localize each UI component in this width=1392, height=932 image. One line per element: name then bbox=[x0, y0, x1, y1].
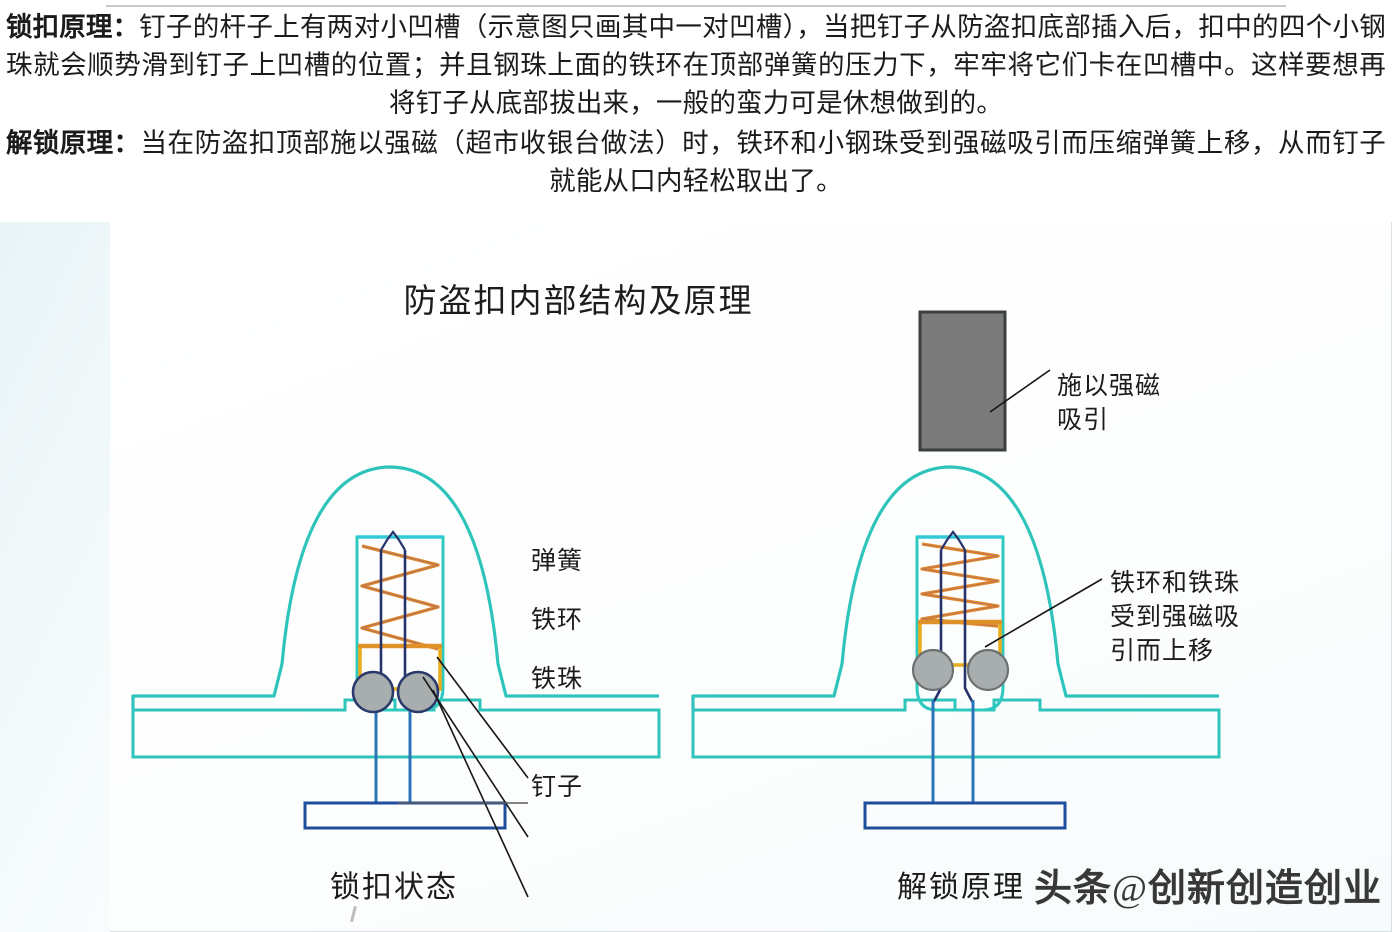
label-spring: 弹簧 bbox=[531, 548, 584, 575]
figure-title: 防盗扣内部结构及原理 bbox=[0, 274, 1392, 322]
label-iron-bead: 铁珠 bbox=[531, 666, 584, 693]
paragraph-lock-principle: 锁扣原理：钉子的杆子上有两对小凹槽（示意图只画其中一对凹槽），当把钉子从防盗扣底… bbox=[6, 8, 1386, 122]
figure-panel-inner-sheet bbox=[110, 222, 1392, 932]
paragraph-body-lock: 钉子的杆子上有两对小凹槽（示意图只画其中一对凹槽），当把钉子从防盗扣底部插入后，… bbox=[6, 12, 1386, 118]
diagram-unlocked-state bbox=[691, 310, 1221, 830]
article-text-block: 锁扣原理：钉子的杆子上有两对小凹槽（示意图只画其中一对凹槽），当把钉子从防盗扣底… bbox=[0, 8, 1392, 202]
inner-chamber-right bbox=[915, 535, 1005, 712]
leader-line-iron-ring bbox=[422, 676, 529, 838]
watermark: 头条@创新创造创业 bbox=[1034, 857, 1382, 912]
label-ring-and-beads-rise: 铁环和铁珠 受到强磁吸 引而上移 bbox=[1110, 570, 1241, 665]
nail-tip-taper-right bbox=[940, 530, 966, 551]
label-nail: 钉子 bbox=[531, 774, 584, 801]
spring-zigzag-left-shadow bbox=[361, 545, 439, 650]
leader-line-iron-bead bbox=[432, 689, 529, 898]
tag-shell-outline-left bbox=[131, 465, 659, 709]
label-apply-magnet: 施以强磁 吸引 bbox=[1057, 373, 1162, 434]
iron-bead-left-1 bbox=[351, 670, 395, 714]
iron-bead-right-2 bbox=[966, 648, 1010, 692]
iron-bead-left-2 bbox=[396, 670, 440, 714]
spring-zigzag-right bbox=[920, 542, 1000, 628]
tag-base-flange-right bbox=[691, 698, 1221, 759]
nail-tip-taper-left bbox=[380, 530, 406, 551]
spring-zigzag-right-shadow bbox=[921, 543, 999, 627]
watermark-account: 创新创造创业 bbox=[1148, 868, 1383, 910]
nail-head-plate-right bbox=[863, 801, 1067, 830]
caption-unlock-principle: 解锁原理 bbox=[897, 871, 1025, 904]
paragraph-lead-lock: 锁扣原理： bbox=[6, 12, 140, 42]
watermark-brand: 头条 bbox=[1034, 868, 1113, 910]
watermark-at-sign: @ bbox=[1112, 868, 1149, 910]
paragraph-body-unlock: 当在防盗扣顶部施以强磁（超市收银台做法）时，铁环和小钢珠受到强磁吸引而压缩弹簧上… bbox=[140, 128, 1387, 196]
spring-zigzag-left bbox=[360, 544, 440, 651]
paragraph-unlock-principle: 解锁原理：当在防盗扣顶部施以强磁（超市收银台做法）时，铁环和小钢珠受到强磁吸引而… bbox=[6, 124, 1386, 200]
figure-title-text: 防盗扣内部结构及原理 bbox=[403, 284, 754, 320]
nail-head-plate-left bbox=[303, 801, 507, 830]
tag-shell-outline-right bbox=[691, 465, 1219, 709]
caption-locked-state: 锁扣状态 bbox=[330, 871, 458, 904]
diagram-svg bbox=[131, 310, 1221, 898]
label-iron-ring: 铁环 bbox=[531, 607, 584, 634]
figure-panel bbox=[0, 222, 1392, 932]
paragraph-lead-unlock: 解锁原理： bbox=[6, 128, 141, 158]
magnet-block bbox=[918, 310, 1007, 452]
leader-line-spring bbox=[436, 656, 529, 779]
leader-line-magnet bbox=[989, 369, 1051, 413]
top-divider-rule bbox=[106, 5, 1286, 7]
leader-line-right-note bbox=[984, 578, 1103, 648]
iron-bead-right-1 bbox=[911, 648, 955, 692]
diagram-locked-state bbox=[131, 465, 661, 898]
